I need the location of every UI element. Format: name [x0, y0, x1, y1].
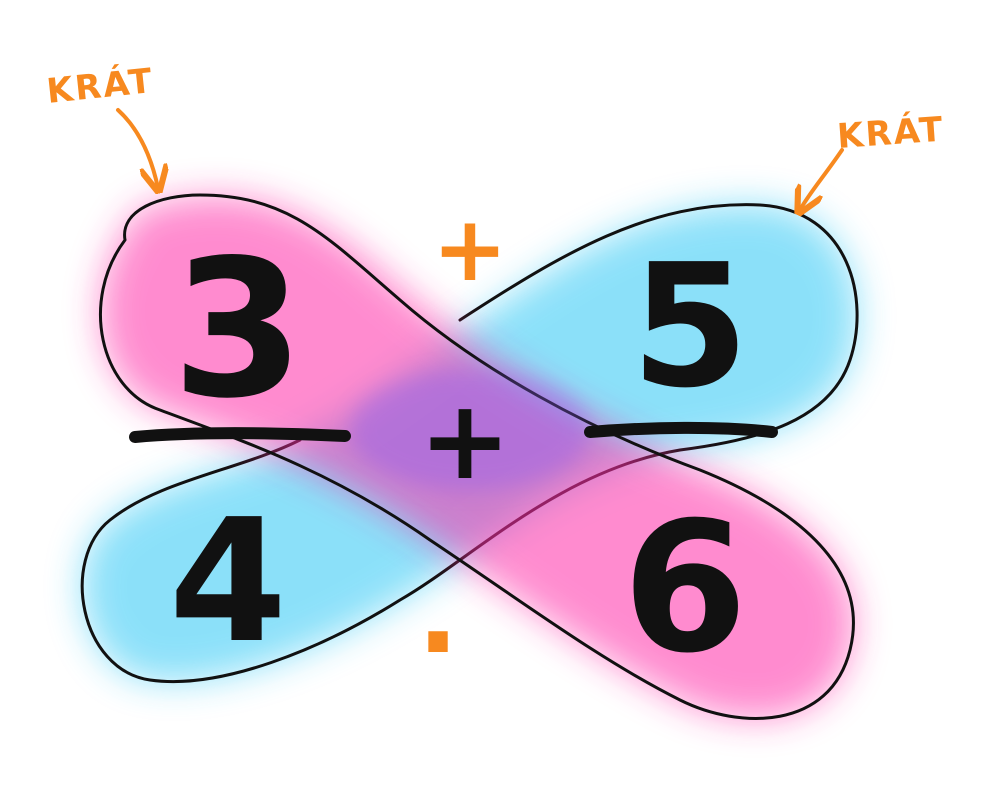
left-denominator: 4: [169, 483, 287, 681]
arrow-top-right-icon: [800, 148, 844, 210]
arrow-top-left-icon: [116, 108, 158, 188]
label-top-left: KRÁT: [45, 60, 156, 112]
fraction-bar-right: [584, 421, 778, 438]
fraction-bar-left: [129, 427, 351, 443]
plus-operator: +: [419, 376, 511, 504]
left-numerator: 3: [172, 219, 304, 440]
top-plus-annotation: +: [432, 197, 507, 302]
overlap-blend: [350, 370, 590, 490]
label-top-right: KRÁT: [836, 109, 946, 157]
right-denominator: 6: [622, 484, 747, 693]
bottom-dot-annotation: ·: [417, 578, 459, 706]
right-numerator: 5: [631, 228, 749, 426]
